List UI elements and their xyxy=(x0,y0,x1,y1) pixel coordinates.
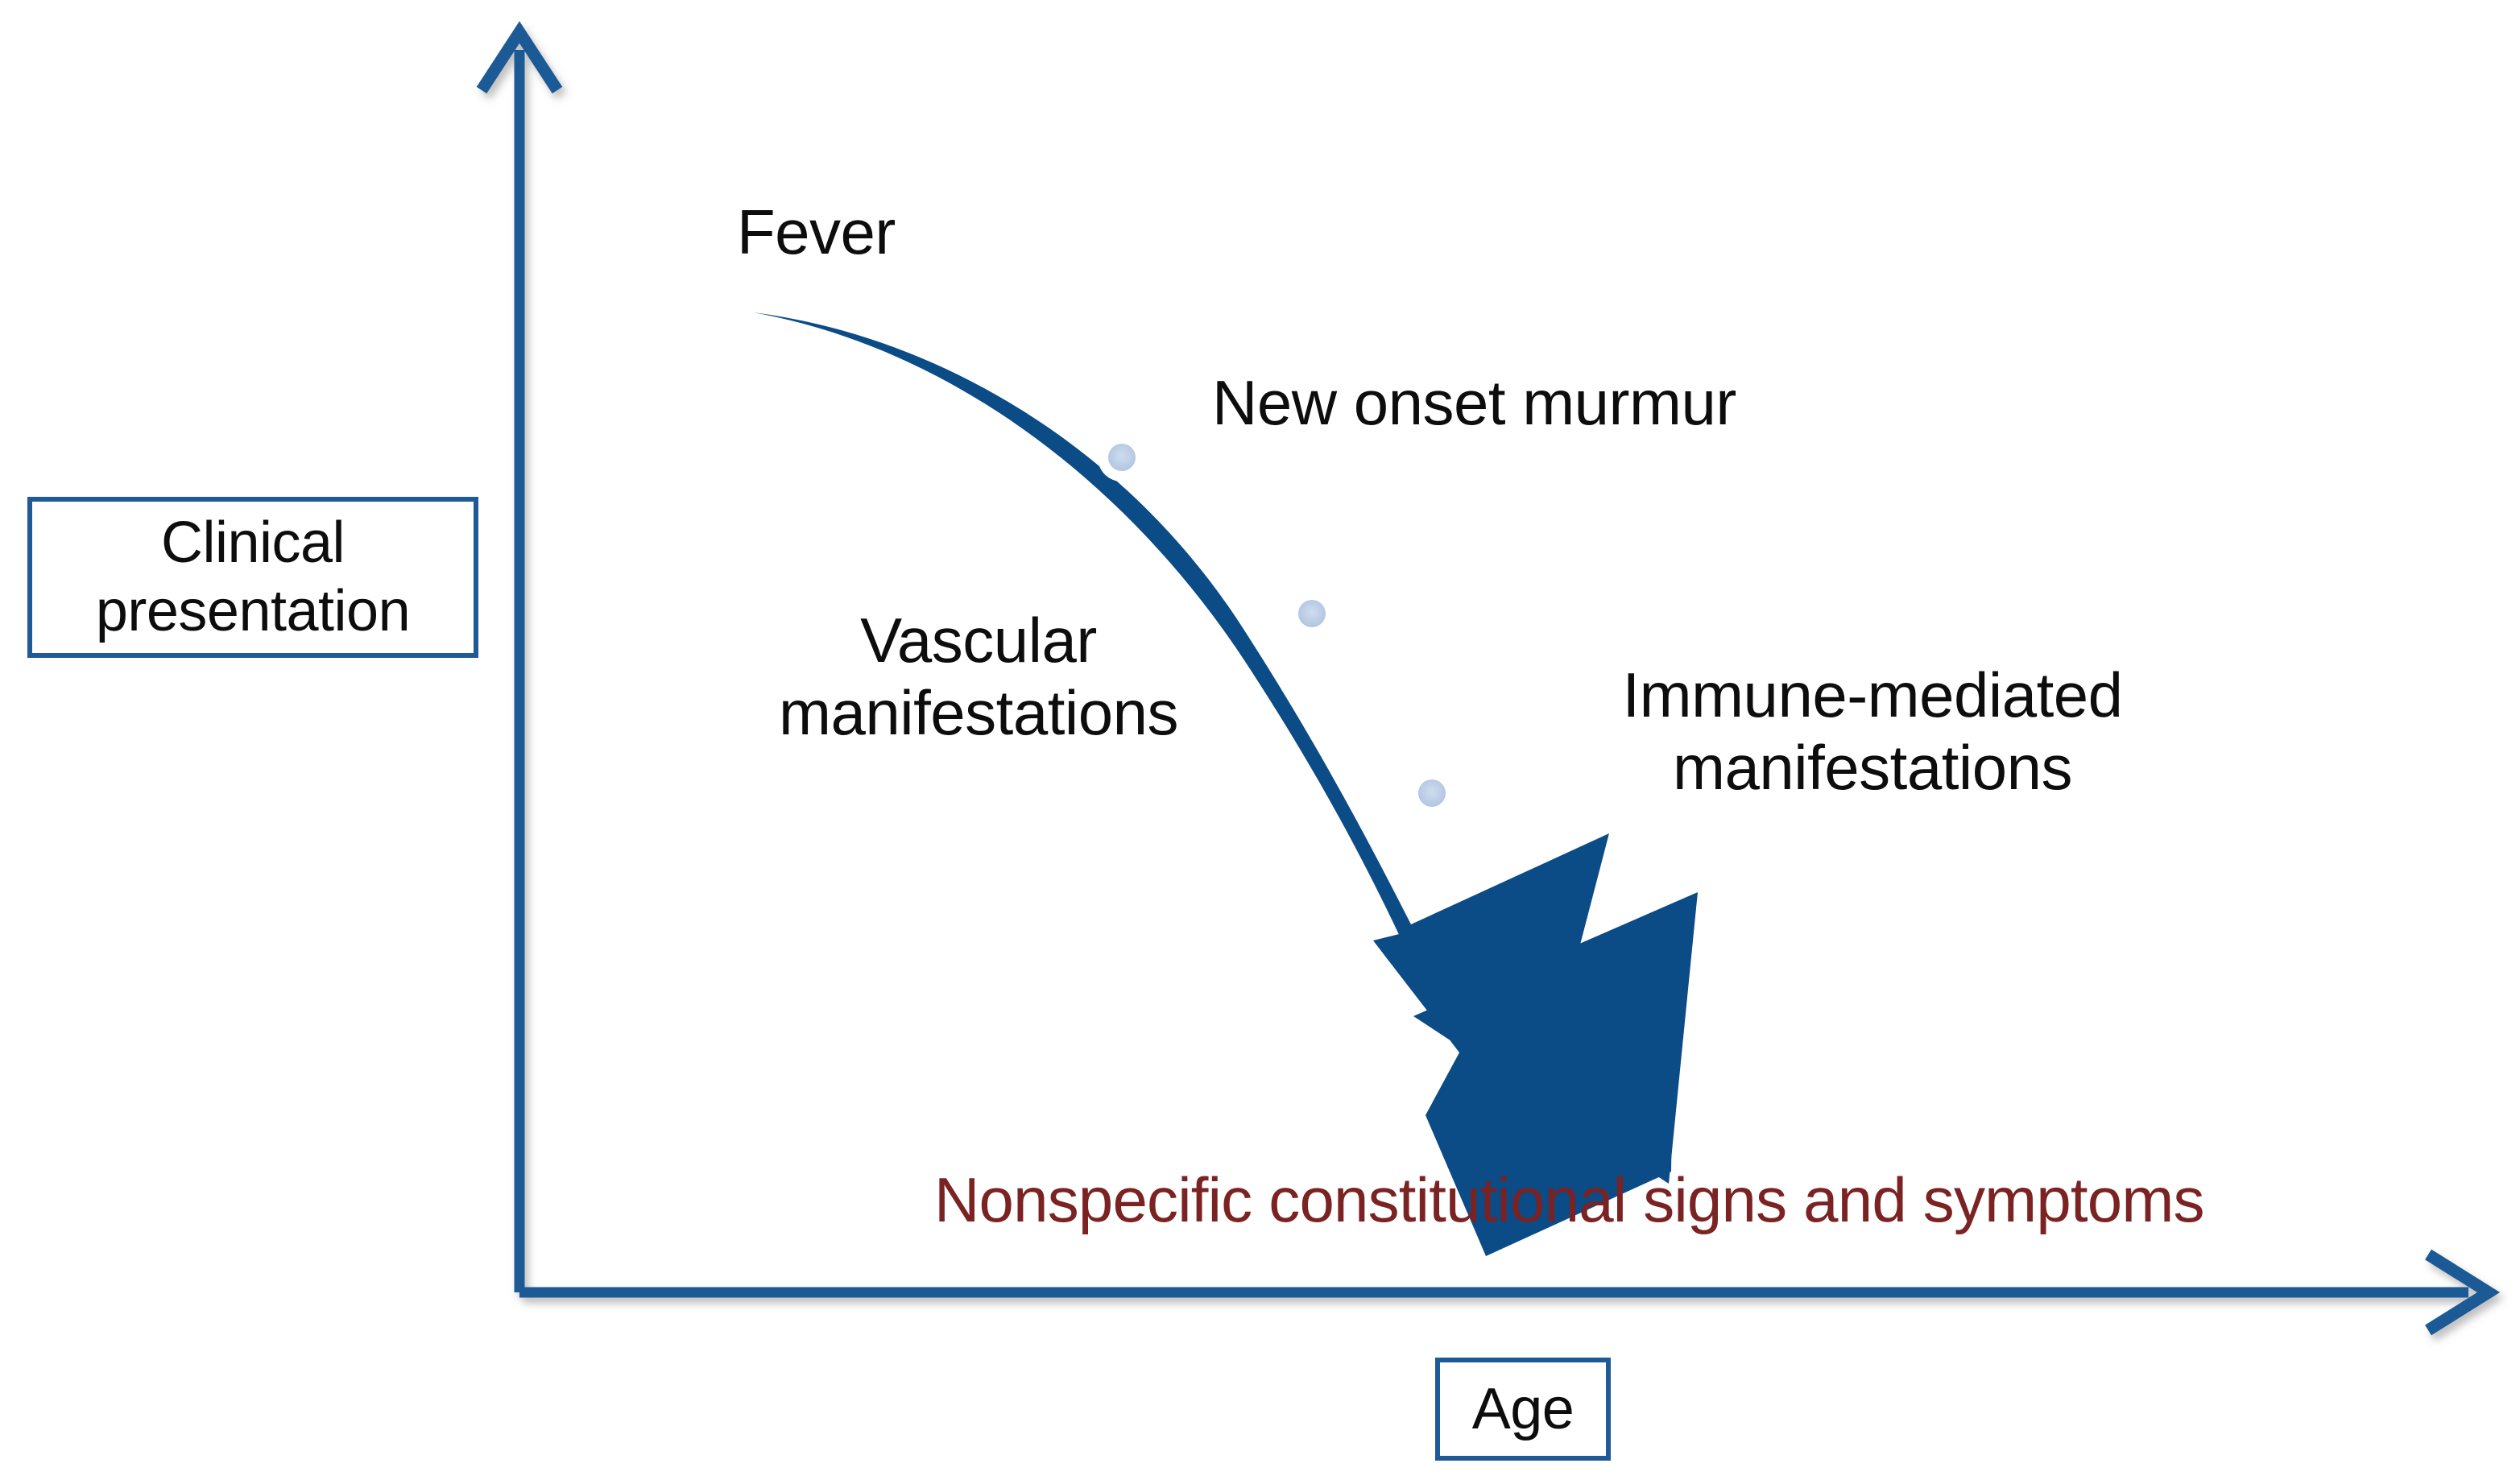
y-axis-arrowhead xyxy=(476,21,563,94)
y-axis-title-line2: presentation xyxy=(95,579,411,643)
curve-markers xyxy=(1098,433,1456,817)
annotation-new-onset-murmur: New onset murmur xyxy=(1212,367,1736,438)
annotation-immune-mediated-manifestations: Immune-mediated manifestations xyxy=(1554,659,2191,804)
annotation-immune-line1: Immune-mediated xyxy=(1622,659,2123,730)
annotation-nonspecific-signs-and-symptoms: Nonspecific constitutional signs and sym… xyxy=(934,1164,2205,1235)
axes-group xyxy=(476,21,2501,1336)
y-axis-title-line1: Clinical xyxy=(160,511,346,576)
x-axis-arrowhead xyxy=(2425,1249,2501,1336)
y-axis-title-box: Clinical presentation xyxy=(27,497,478,658)
annotation-vascular-line1: Vascular xyxy=(860,605,1097,676)
annotation-fever: Fever xyxy=(737,196,896,267)
curve-marker-2 xyxy=(1288,589,1336,638)
trend-arrow-body xyxy=(753,312,1675,1256)
curve-marker-1 xyxy=(1098,433,1146,482)
annotation-immune-line2: manifestations xyxy=(1673,732,2072,804)
trend-arrow xyxy=(753,312,1698,1256)
annotation-vascular-line2: manifestations xyxy=(779,677,1178,749)
annotation-vascular-manifestations: Vascular manifestations xyxy=(729,604,1228,750)
y-axis-title-text: Clinical presentation xyxy=(95,509,411,646)
x-axis-title-text: Age xyxy=(1471,1376,1574,1441)
curve-marker-3 xyxy=(1408,769,1456,817)
x-axis-title-box: Age xyxy=(1435,1358,1611,1461)
trend-arrow-joint xyxy=(1373,902,1579,1083)
